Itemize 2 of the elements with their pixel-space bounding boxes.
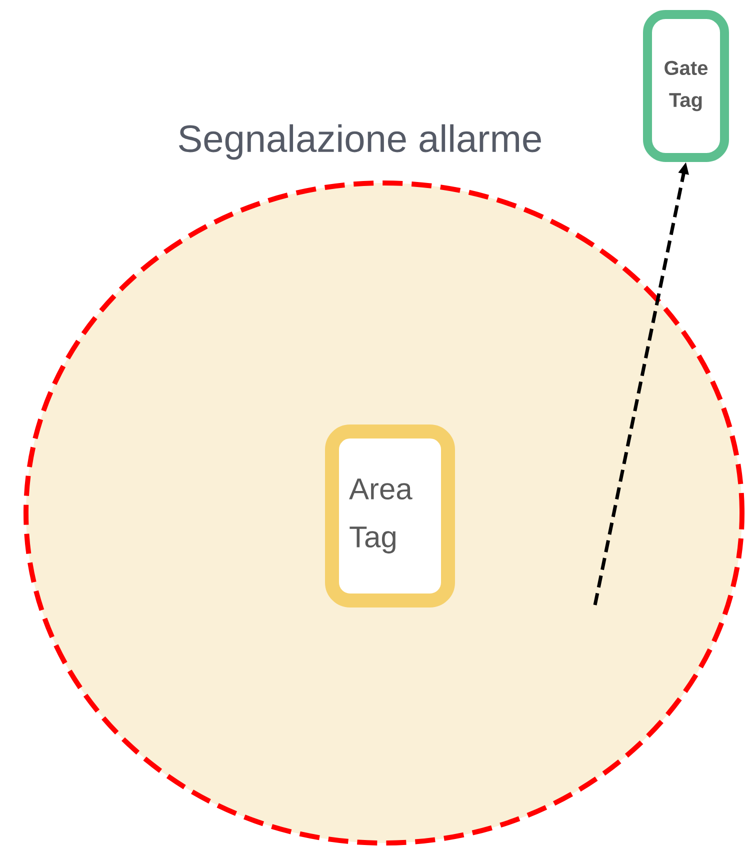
tag-box: Gate Tag xyxy=(643,10,729,162)
tag-box: Area Tag xyxy=(325,424,455,608)
